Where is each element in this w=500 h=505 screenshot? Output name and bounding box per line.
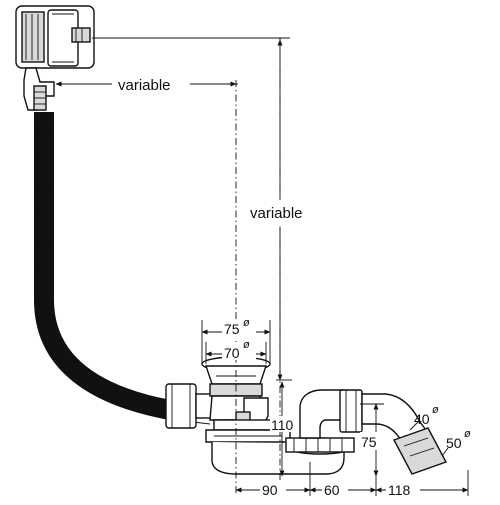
height-110-value: 110 bbox=[271, 417, 294, 433]
diameter-75-value: 75 bbox=[224, 321, 240, 337]
variable-label-bg bbox=[112, 74, 190, 94]
diameter-50-symbol: ø bbox=[464, 428, 471, 440]
outlet-elbow bbox=[361, 393, 447, 475]
variable-horizontal-label: variable bbox=[118, 77, 171, 94]
diameter-50-leader bbox=[441, 447, 449, 457]
overflow-head bbox=[15, 5, 95, 69]
height-75-value: 75 bbox=[361, 434, 377, 450]
overflow-connector bbox=[23, 67, 55, 111]
trap-body bbox=[211, 389, 355, 475]
diameter-50-value: 50 bbox=[446, 435, 462, 451]
diameter-75-symbol: ø bbox=[243, 317, 250, 329]
hose-union-nut bbox=[165, 383, 215, 429]
width-60-value: 60 bbox=[324, 482, 340, 498]
outlet-union-nut bbox=[339, 389, 363, 433]
width-90-value: 90 bbox=[262, 482, 278, 498]
diameter-70-value: 70 bbox=[224, 345, 240, 361]
flexible-hose bbox=[34, 112, 172, 420]
diameter-40-value: 40 bbox=[414, 411, 430, 427]
diameter-70-symbol: ø bbox=[243, 339, 250, 351]
diameter-40-leader bbox=[409, 419, 421, 431]
width-118-value: 118 bbox=[388, 482, 411, 498]
bowden-cable bbox=[35, 112, 211, 425]
variable-vertical-label: variable bbox=[250, 205, 303, 222]
diameter-40-symbol: ø bbox=[432, 404, 439, 416]
variable-vertical-label-bg bbox=[248, 200, 314, 224]
